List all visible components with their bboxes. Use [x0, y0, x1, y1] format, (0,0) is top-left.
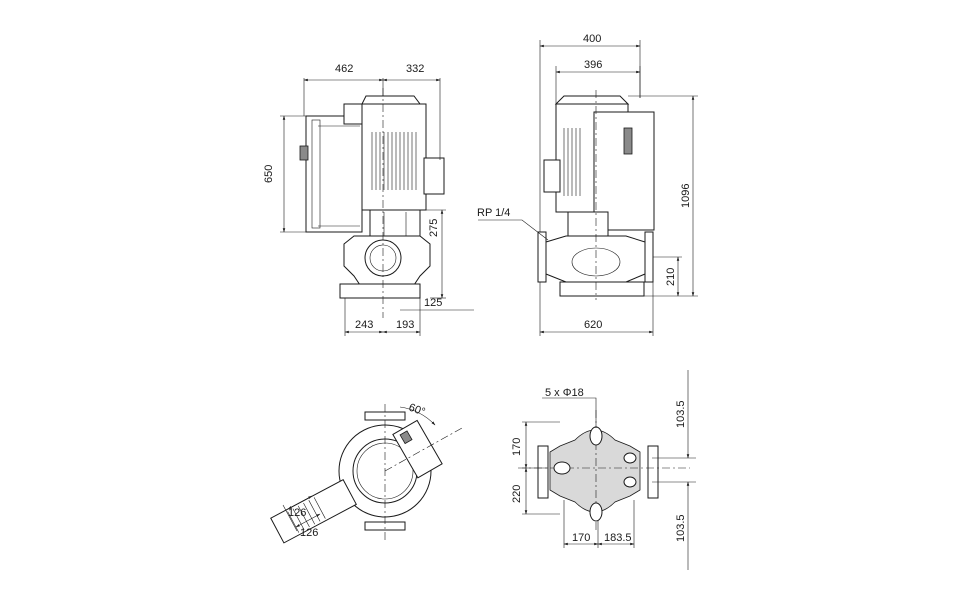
top-control-box	[392, 419, 443, 479]
side-dim-210: 210	[665, 268, 677, 286]
side-view: 400 396 1096 210 620 RP 1/4	[477, 33, 698, 336]
front-dim-275: 275	[428, 219, 440, 237]
foot-hole	[553, 461, 571, 475]
foot-dim-170-h: 170	[572, 532, 590, 544]
foot-flange-left	[537, 445, 549, 499]
side-display	[623, 127, 633, 155]
top-view: 60° 126 126	[270, 402, 463, 544]
front-display	[299, 145, 309, 161]
side-port-label: RP 1/4	[477, 207, 510, 219]
foot-hole	[623, 476, 637, 488]
side-flange-right	[644, 231, 654, 283]
side-terminal-box	[543, 159, 561, 193]
foot-dim-220: 220	[511, 485, 523, 503]
foot-dim-103-5-bottom: 103.5	[675, 514, 687, 542]
front-view: 462 332 650 275 125 243 193	[263, 63, 474, 336]
front-dim-650: 650	[263, 165, 275, 183]
front-motor	[361, 103, 427, 211]
side-dim-1096: 1096	[680, 184, 692, 208]
front-dim-125: 125	[424, 297, 442, 309]
side-pump-housing	[545, 235, 646, 283]
top-dim-angle: 60°	[407, 402, 427, 419]
foot-view: 5 x Φ18 170 220 170 183.5 103.5 103.5	[511, 370, 696, 570]
side-base	[559, 281, 645, 297]
top-dim-126-b: 126	[300, 527, 318, 539]
top-dim-126-a: 126	[288, 507, 306, 519]
front-dim-462: 462	[335, 63, 353, 75]
foot-flange-right	[647, 445, 659, 499]
foot-hole	[589, 426, 603, 446]
side-flange-left	[537, 231, 547, 283]
side-dim-620: 620	[584, 319, 602, 331]
front-base	[339, 283, 421, 299]
front-dim-193: 193	[396, 319, 414, 331]
side-dim-396: 396	[584, 59, 602, 71]
foot-holes-label: 5 x Φ18	[545, 387, 584, 399]
front-terminal-box	[423, 157, 445, 195]
foot-plate	[549, 429, 641, 513]
side-dim-400: 400	[583, 33, 601, 45]
front-control-box	[305, 115, 363, 233]
foot-hole	[623, 452, 637, 464]
foot-dim-103-5-top: 103.5	[675, 400, 687, 428]
foot-dim-170-v: 170	[511, 438, 523, 456]
front-dim-332: 332	[406, 63, 424, 75]
foot-dim-183-5: 183.5	[604, 532, 632, 544]
front-dim-243: 243	[355, 319, 373, 331]
foot-hole	[589, 502, 603, 522]
